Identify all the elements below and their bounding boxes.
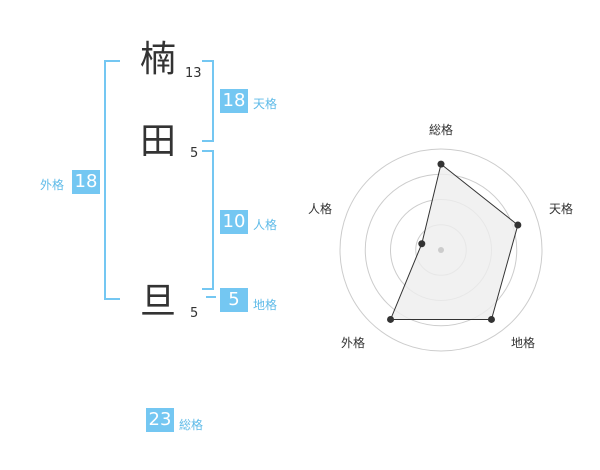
gaikaku-label: 外格 <box>40 178 65 192</box>
tenkaku-label: 天格 <box>253 97 278 111</box>
name-char-2: 田 <box>140 121 177 162</box>
radar-axis-label: 地格 <box>511 335 535 350</box>
radar-point-1 <box>514 221 522 229</box>
soukaku-value: 23 <box>146 408 174 432</box>
jinkaku-bracket <box>202 150 214 290</box>
radar-point-2 <box>487 315 495 323</box>
name-char-1: 楠 <box>140 39 177 80</box>
radar-polygon <box>389 163 519 320</box>
radar-ring <box>339 148 543 352</box>
jinkaku-value: 10 <box>220 210 248 234</box>
radar-axis-label: 総格 <box>429 122 453 137</box>
radar-center <box>438 247 444 253</box>
radar-axis-label: 人格 <box>308 201 332 216</box>
radar-point-4 <box>418 240 426 248</box>
jinkaku-label: 人格 <box>253 218 278 232</box>
chikaku-value: 5 <box>220 288 248 312</box>
radar-point-0 <box>437 160 445 168</box>
name-char-1-strokes: 13 <box>185 66 202 81</box>
name-char-2-strokes: 5 <box>190 146 199 161</box>
name-char-3-strokes: 5 <box>190 306 199 321</box>
chikaku-bracket <box>206 296 216 298</box>
chikaku-label: 地格 <box>253 298 278 312</box>
tenkaku-value: 18 <box>220 89 248 113</box>
gaikaku-bracket <box>104 60 120 300</box>
gaikaku-value: 18 <box>72 170 100 194</box>
radar-axis-label: 天格 <box>549 201 573 216</box>
radar-point-3 <box>387 315 395 323</box>
radar-axis-label: 外格 <box>341 335 365 350</box>
soukaku-label: 総格 <box>179 418 204 432</box>
name-char-3: 旦 <box>140 281 177 322</box>
tenkaku-bracket <box>202 60 214 142</box>
